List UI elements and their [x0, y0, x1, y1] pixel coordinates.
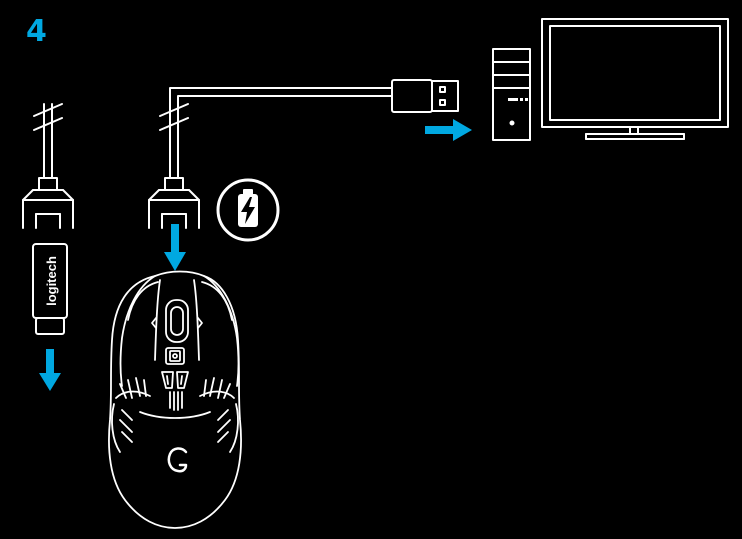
monitor: [541, 18, 729, 140]
receiver-logo-text: logitech: [44, 256, 59, 306]
logitech-g-logo-icon: [167, 447, 188, 473]
cable-connector-mouse: [148, 177, 200, 229]
computer-tower: [492, 48, 531, 141]
break-mark: [159, 103, 189, 117]
break-mark: [33, 117, 63, 131]
usb-plug: [391, 79, 459, 113]
cable-connector-left: [22, 177, 74, 229]
step-number: 4: [26, 14, 47, 49]
charging-cable: [159, 87, 393, 179]
arrow-down-icon: [39, 349, 61, 391]
break-mark: [33, 103, 63, 117]
battery-charging-icon: [216, 178, 280, 242]
gaming-mouse: [108, 270, 242, 529]
arrow-down-icon: [164, 224, 186, 271]
arrow-right-icon: [425, 119, 472, 141]
receiver-cable: [33, 103, 63, 179]
break-mark: [159, 117, 189, 131]
usb-receiver: logitech: [32, 243, 68, 335]
